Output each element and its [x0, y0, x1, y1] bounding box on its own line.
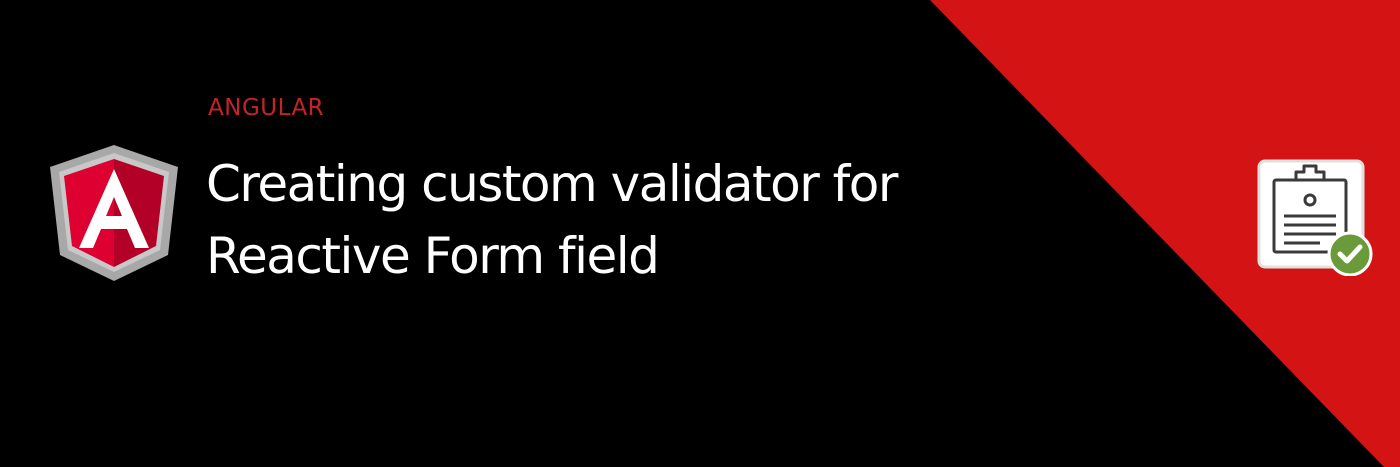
- category-label: ANGULAR: [208, 95, 325, 121]
- angular-logo-icon: [50, 145, 178, 281]
- page-title: Creating custom validator for Reactive F…: [206, 148, 898, 292]
- angular-letter-a: [79, 169, 149, 248]
- clipboard-form-check-icon: [1257, 159, 1373, 276]
- title-line-1: Creating custom validator for: [206, 155, 898, 213]
- title-line-2: Reactive Form field: [206, 227, 660, 285]
